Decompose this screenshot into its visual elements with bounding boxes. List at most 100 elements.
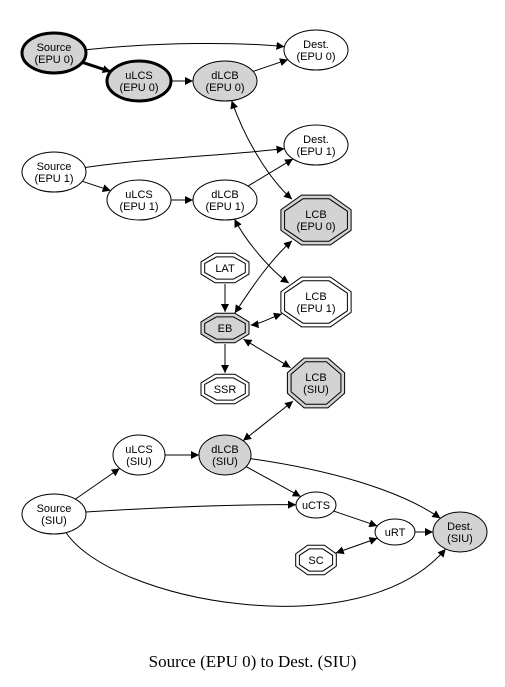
node-label: Dest.	[303, 39, 329, 51]
edge-src-epu0-to-ulcs-epu0	[81, 60, 112, 74]
routing-diagram: Source(EPU 0)Dest.(EPU 0)uLCS(EPU 0)dLCB…	[20, 29, 488, 607]
edge-src-epu1-to-dest-epu1	[85, 145, 285, 168]
edge-dlcb-epu1-to-dest-epu1	[247, 158, 294, 187]
edge-src-siu-to-ucts	[85, 500, 297, 513]
diagram-caption: Source (EPU 0) to Dest. (SIU)	[148, 652, 357, 671]
node-label: dLCB	[211, 70, 239, 82]
node-label: SC	[308, 555, 323, 567]
node-shape	[192, 60, 258, 102]
node-label: (SIU)	[41, 515, 67, 527]
node-label: uRT	[385, 527, 406, 539]
node-shape-inner	[298, 548, 334, 572]
node-shape	[20, 31, 88, 75]
node-shape	[112, 434, 166, 476]
node-ulcs-epu0: uLCS(EPU 0)	[105, 59, 173, 103]
node-ulcs-epu1: uLCS(EPU 1)	[106, 179, 172, 221]
node-shape-inner	[290, 361, 342, 405]
node-ulcs-siu: uLCS(SIU)	[112, 434, 166, 476]
node-shape	[432, 511, 488, 553]
edges-layer	[65, 41, 447, 607]
node-ucts: uCTS	[295, 491, 337, 519]
node-label: (SIU)	[303, 384, 329, 396]
node-label: LCB	[305, 209, 326, 221]
node-ssr: SSR	[200, 373, 250, 405]
node-label: (EPU 0)	[34, 54, 73, 66]
node-label: (EPU 1)	[296, 146, 335, 158]
node-shape	[192, 179, 258, 221]
node-label: LAT	[215, 263, 235, 275]
node-label: Source	[37, 42, 72, 54]
node-dest-siu: Dest.(SIU)	[432, 511, 488, 553]
node-shape-outer	[280, 194, 352, 246]
edge-src-siu-to-dest-siu	[65, 532, 447, 607]
node-shape-inner	[284, 280, 348, 324]
node-label: (SIU)	[212, 456, 238, 468]
node-sc: SC	[295, 544, 337, 576]
node-label: SSR	[214, 384, 237, 396]
edge-dlcb-epu0-to-dest-epu0	[252, 58, 289, 72]
node-shape	[283, 124, 349, 166]
edge-eb-to-lcb-epu0	[234, 240, 293, 314]
node-shape-inner	[204, 377, 246, 401]
node-label: Dest.	[447, 521, 473, 533]
node-shape-outer	[200, 312, 250, 344]
node-shape	[374, 518, 416, 546]
node-shape-outer	[200, 373, 250, 405]
node-label: LCB	[305, 372, 326, 384]
node-shape-inner	[284, 198, 348, 242]
edge-src-epu0-to-dest-epu0	[85, 41, 285, 51]
node-label: LCB	[305, 291, 326, 303]
edge-sc-to-urt	[335, 537, 378, 555]
node-lcb-siu: LCB(SIU)	[286, 357, 346, 409]
node-label: EB	[218, 323, 233, 335]
nodes-layer: Source(EPU 0)Dest.(EPU 0)uLCS(EPU 0)dLCB…	[20, 29, 488, 576]
node-src-siu: Source(SIU)	[21, 493, 87, 535]
edge-dlcb-siu-to-ucts	[245, 466, 301, 498]
node-label: Dest.	[303, 134, 329, 146]
node-shape	[106, 179, 172, 221]
node-label: (EPU 1)	[119, 201, 158, 213]
node-src-epu0: Source(EPU 0)	[20, 31, 88, 75]
node-label: dLCB	[211, 189, 239, 201]
edge-src-siu-to-ulcs-siu	[75, 467, 120, 500]
node-label: (EPU 0)	[296, 221, 335, 233]
node-dlcb-epu1: dLCB(EPU 1)	[192, 179, 258, 221]
edge-src-epu1-to-ulcs-epu1	[82, 180, 111, 192]
node-shape-outer	[295, 544, 337, 576]
node-shape	[105, 59, 173, 103]
edge-dlcb-siu-to-dest-siu	[250, 458, 441, 519]
node-shape	[21, 151, 87, 193]
node-label: dLCB	[211, 444, 239, 456]
node-dest-epu0: Dest.(EPU 0)	[283, 29, 349, 71]
node-label: uLCS	[125, 70, 153, 82]
node-label: uCTS	[302, 500, 330, 512]
node-label: (EPU 1)	[205, 201, 244, 213]
node-label: (SIU)	[126, 456, 152, 468]
node-shape-outer	[280, 276, 352, 328]
node-label: (EPU 1)	[34, 173, 73, 185]
node-label: (SIU)	[447, 533, 473, 545]
node-shape	[283, 29, 349, 71]
node-shape-inner	[204, 316, 246, 340]
node-lcb-epu0: LCB(EPU 0)	[280, 194, 352, 246]
node-shape-outer	[200, 252, 250, 284]
edge-ucts-to-urt	[333, 510, 378, 528]
node-eb: EB	[200, 312, 250, 344]
edge-dlcb-epu0-to-lcb-epu0	[230, 100, 293, 200]
node-dlcb-siu: dLCB(SIU)	[198, 434, 252, 476]
node-label: Source	[37, 503, 72, 515]
node-label: uLCS	[125, 444, 153, 456]
node-label: (EPU 0)	[205, 82, 244, 94]
node-shape	[295, 491, 337, 519]
node-src-epu1: Source(EPU 1)	[21, 151, 87, 193]
node-label: (EPU 0)	[119, 82, 158, 94]
node-urt: uRT	[374, 518, 416, 546]
node-label: (EPU 0)	[296, 51, 335, 63]
node-dlcb-epu0: dLCB(EPU 0)	[192, 60, 258, 102]
node-shape-inner	[204, 256, 246, 280]
node-shape	[198, 434, 252, 476]
node-lcb-epu1: LCB(EPU 1)	[280, 276, 352, 328]
node-shape-outer	[286, 357, 346, 409]
node-label: Source	[37, 161, 72, 173]
edge-eb-to-lcb-siu	[243, 338, 291, 369]
